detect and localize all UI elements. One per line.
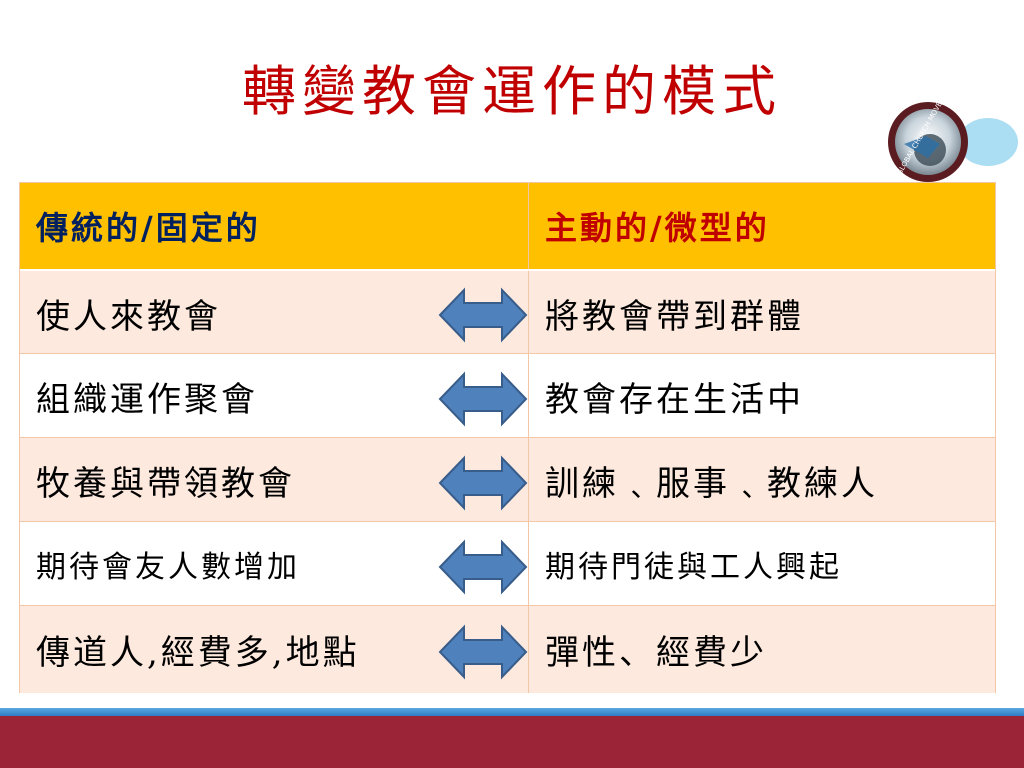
double-arrow-icon [438, 455, 528, 511]
table-row: 期待會友人數增加 期待門徒與工人興起 [20, 521, 995, 606]
row-right-cell: 將教會帶到群體 [545, 296, 804, 337]
double-arrow-icon [438, 624, 528, 680]
slide-title: 轉變教會運作的模式 [242, 60, 782, 123]
row-left-cell: 牧養與帶領教會 [20, 438, 529, 522]
row-right-cell: 期待門徒與工人興起 [545, 550, 842, 585]
row-right-cell: 訓練﹑服事﹑教練人 [545, 463, 878, 504]
footer-blue-stripe [0, 708, 1024, 716]
row-right-cell: 教會存在生活中 [545, 379, 804, 420]
table-header-row: 傳統的/固定的 主動的/微型的 [20, 183, 995, 269]
global-church-movements-logo: GLOBAL CHURCH MOVEMENTS [888, 100, 1018, 182]
row-left-cell: 期待會友人數增加 [20, 522, 529, 606]
double-arrow-icon [438, 539, 528, 595]
header-active: 主動的/微型的 [545, 209, 770, 247]
header-traditional: 傳統的/固定的 [20, 183, 529, 269]
table-row: 牧養與帶領教會 訓練﹑服事﹑教練人 [20, 437, 995, 522]
comparison-table: 傳統的/固定的 主動的/微型的 使人來教會 將教會帶到群體 組織運作聚會 教會存… [19, 182, 996, 693]
row-right-cell: 彈性、經費少 [545, 633, 767, 673]
double-arrow-icon [438, 287, 528, 343]
footer-red-band [0, 716, 1024, 768]
row-left-cell: 使人來教會 [20, 271, 529, 355]
table-row: 組織運作聚會 教會存在生活中 [20, 353, 995, 438]
row-left-cell: 傳道人,經費多,地點 [20, 606, 529, 693]
row-left-cell: 組織運作聚會 [20, 354, 529, 438]
double-arrow-icon [438, 371, 528, 427]
